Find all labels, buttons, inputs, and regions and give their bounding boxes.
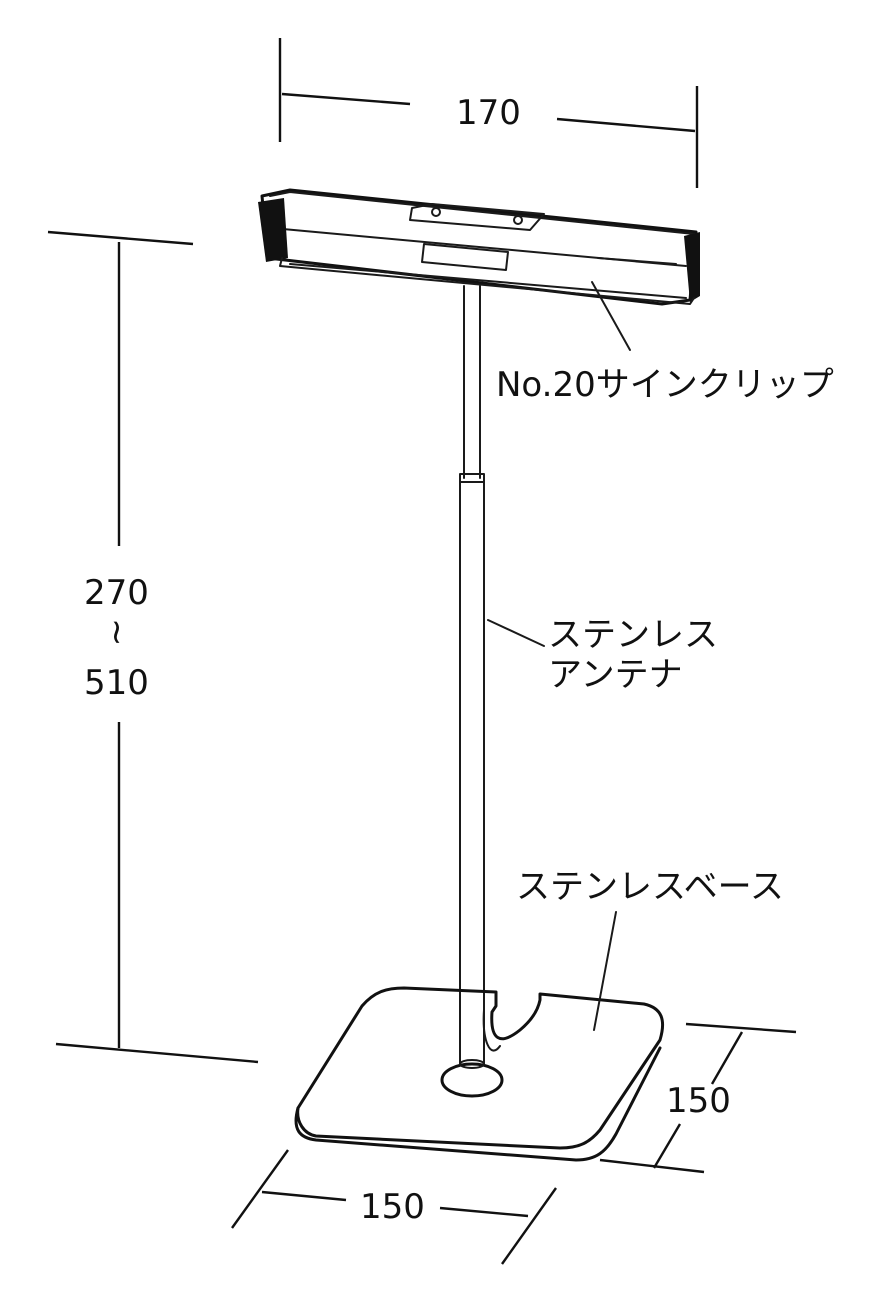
dimension-base-depth: 150 <box>599 1022 797 1174</box>
leader-sign-clip <box>591 281 631 351</box>
dimension-label-range-sep: ~ <box>97 618 137 647</box>
base-plate <box>294 986 665 1162</box>
dimension-label-170: 170 <box>456 93 521 133</box>
dimension-label-270: 270 <box>84 573 149 613</box>
dimension-base-width: 150 <box>231 1149 557 1265</box>
label-sign-clip: No.20サインクリップ <box>496 365 834 405</box>
antenna-pole <box>459 285 485 1065</box>
label-base: ステンレスベース <box>516 867 784 907</box>
label-antenna-line1: ステンレス <box>548 615 718 655</box>
dimension-height: 270 ~ 510 <box>47 230 259 1064</box>
leader-base <box>593 911 617 1031</box>
dimension-label-510: 510 <box>84 663 149 703</box>
sign-clip <box>258 188 700 306</box>
dimension-label-150-depth: 150 <box>666 1081 731 1121</box>
label-antenna-line2: アンテナ <box>548 655 683 695</box>
leader-antenna <box>487 619 545 647</box>
dimension-label-150-width: 150 <box>360 1187 425 1227</box>
dimension-width-top: 170 <box>278 38 699 188</box>
